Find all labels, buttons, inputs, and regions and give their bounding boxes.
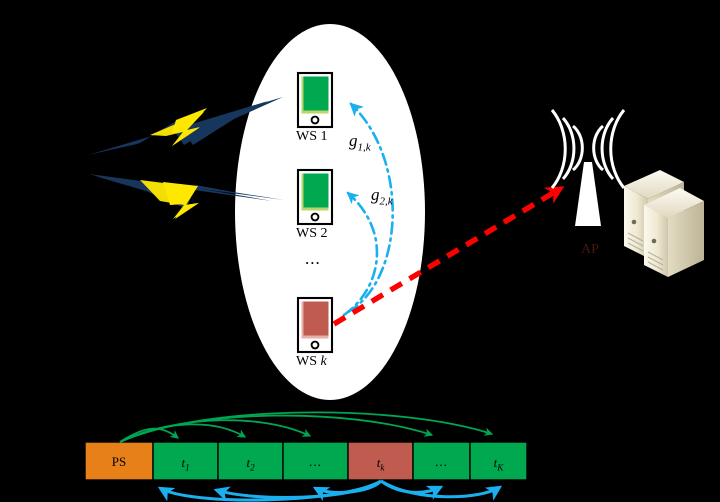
- channel-gain-label-g2k: g2,k: [371, 185, 393, 208]
- timeline-slot-label-ellipsis-2: ...: [435, 454, 448, 469]
- access-point-label: AP: [581, 242, 599, 257]
- device-wsk[interactable]: [296, 296, 334, 354]
- device-label-wsk: WS k: [296, 354, 327, 369]
- timeline-slot-label-ps: PS: [111, 454, 127, 469]
- timeline-slot-ellipsis-1[interactable]: [282, 441, 349, 481]
- timeline-slot-tk[interactable]: [347, 441, 414, 481]
- channel-arc-g1k: [346, 102, 394, 314]
- timeline-slot-label-tK: tK: [493, 455, 504, 473]
- timeline-slot-label-t1: t1: [181, 455, 190, 473]
- device-label-ws2: WS 2: [296, 226, 328, 241]
- energy-beam-upper: [88, 97, 283, 155]
- timeline-feedback-arcs: [157, 479, 503, 502]
- device-ws2[interactable]: [296, 168, 334, 226]
- timeline-slot-tK[interactable]: [469, 441, 528, 481]
- timeline-broadcast-arcs: [119, 411, 494, 443]
- device-ws1[interactable]: [296, 71, 334, 129]
- access-point-antenna[interactable]: [550, 109, 626, 226]
- channel-gain-label-g1k: g1,k: [349, 131, 371, 154]
- energy-beam-lower: [89, 174, 284, 219]
- timeline-slots: [84, 441, 528, 481]
- channel-arc-g2k: [342, 191, 379, 317]
- server-rack: [624, 170, 704, 277]
- device-label-ws1: WS 1: [296, 129, 328, 144]
- timeline-slot-ellipsis-2[interactable]: [412, 441, 471, 481]
- timeline-slot-label-tk: tk: [376, 455, 385, 473]
- timeline-slot-label-t2: t2: [246, 455, 255, 473]
- timeline-slot-t1[interactable]: [152, 441, 219, 481]
- device-list-ellipsis: ...: [305, 249, 321, 268]
- timeline-slot-label-ellipsis-1: ...: [309, 454, 322, 469]
